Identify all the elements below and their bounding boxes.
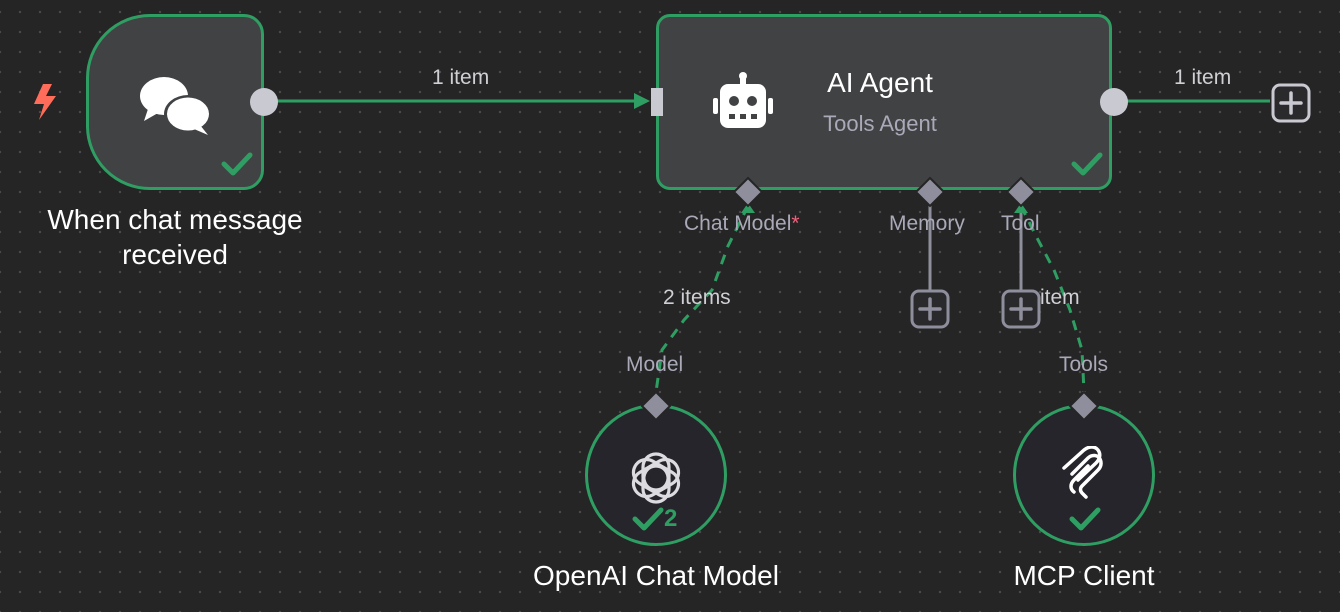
port-label-tool: Tool <box>1001 212 1040 235</box>
trigger-output-handle[interactable] <box>249 87 279 117</box>
connection-item-count: 1 item <box>1174 66 1232 89</box>
openai-node-name: OpenAI Chat Model <box>533 560 779 591</box>
add-node-button[interactable] <box>1271 83 1311 123</box>
connection-model-to-agent[interactable] <box>654 205 750 393</box>
add-tool-button[interactable] <box>1001 289 1041 329</box>
port-label-memory: Memory <box>889 212 965 235</box>
port-label-tools: Tools <box>1059 353 1109 376</box>
mcp-logo-icon <box>1062 446 1103 499</box>
agent-title: AI Agent <box>827 67 933 98</box>
mcp-node-name: MCP Client <box>1013 560 1155 591</box>
chat-bubbles-icon <box>140 77 212 135</box>
trigger-node[interactable] <box>86 14 264 190</box>
trigger-bolt-icon <box>34 84 56 120</box>
memory-port-handle[interactable] <box>914 176 946 208</box>
connection-tool-to-agent[interactable] <box>1019 205 1086 393</box>
success-check-icon <box>1071 152 1103 176</box>
run-count-badge: 2 <box>664 505 678 532</box>
agent-subtitle: Tools Agent <box>823 111 937 136</box>
connection-item-count: item <box>1040 286 1080 309</box>
trigger-node-name-line2: received <box>122 239 228 270</box>
chat-model-port-handle[interactable] <box>732 176 764 208</box>
model-output-handle[interactable] <box>640 390 672 422</box>
connection-item-count: 1 item <box>432 66 490 89</box>
tool-output-handle[interactable] <box>1068 390 1100 422</box>
agent-output-handle[interactable] <box>1099 87 1129 117</box>
openai-logo-icon <box>631 452 681 504</box>
required-marker: * <box>791 212 800 235</box>
success-check-icon <box>632 507 664 531</box>
agent-input-handle[interactable] <box>649 87 665 117</box>
success-check-icon <box>1069 507 1101 531</box>
connection-arrow-icon <box>1014 203 1028 213</box>
tool-port-handle[interactable] <box>1005 176 1037 208</box>
success-check-icon <box>221 152 253 176</box>
trigger-node-name-line1: When chat message <box>47 204 303 235</box>
robot-icon <box>713 72 773 128</box>
connection-arrow-icon <box>634 93 650 109</box>
connection-arrow-icon <box>741 203 755 213</box>
connection-item-count: 2 items <box>663 286 731 309</box>
port-label-chat-model: Chat Model* <box>684 212 800 236</box>
add-memory-button[interactable] <box>910 289 950 329</box>
port-label-model: Model <box>626 353 684 376</box>
chat-model-label-text: Chat Model <box>684 212 792 235</box>
